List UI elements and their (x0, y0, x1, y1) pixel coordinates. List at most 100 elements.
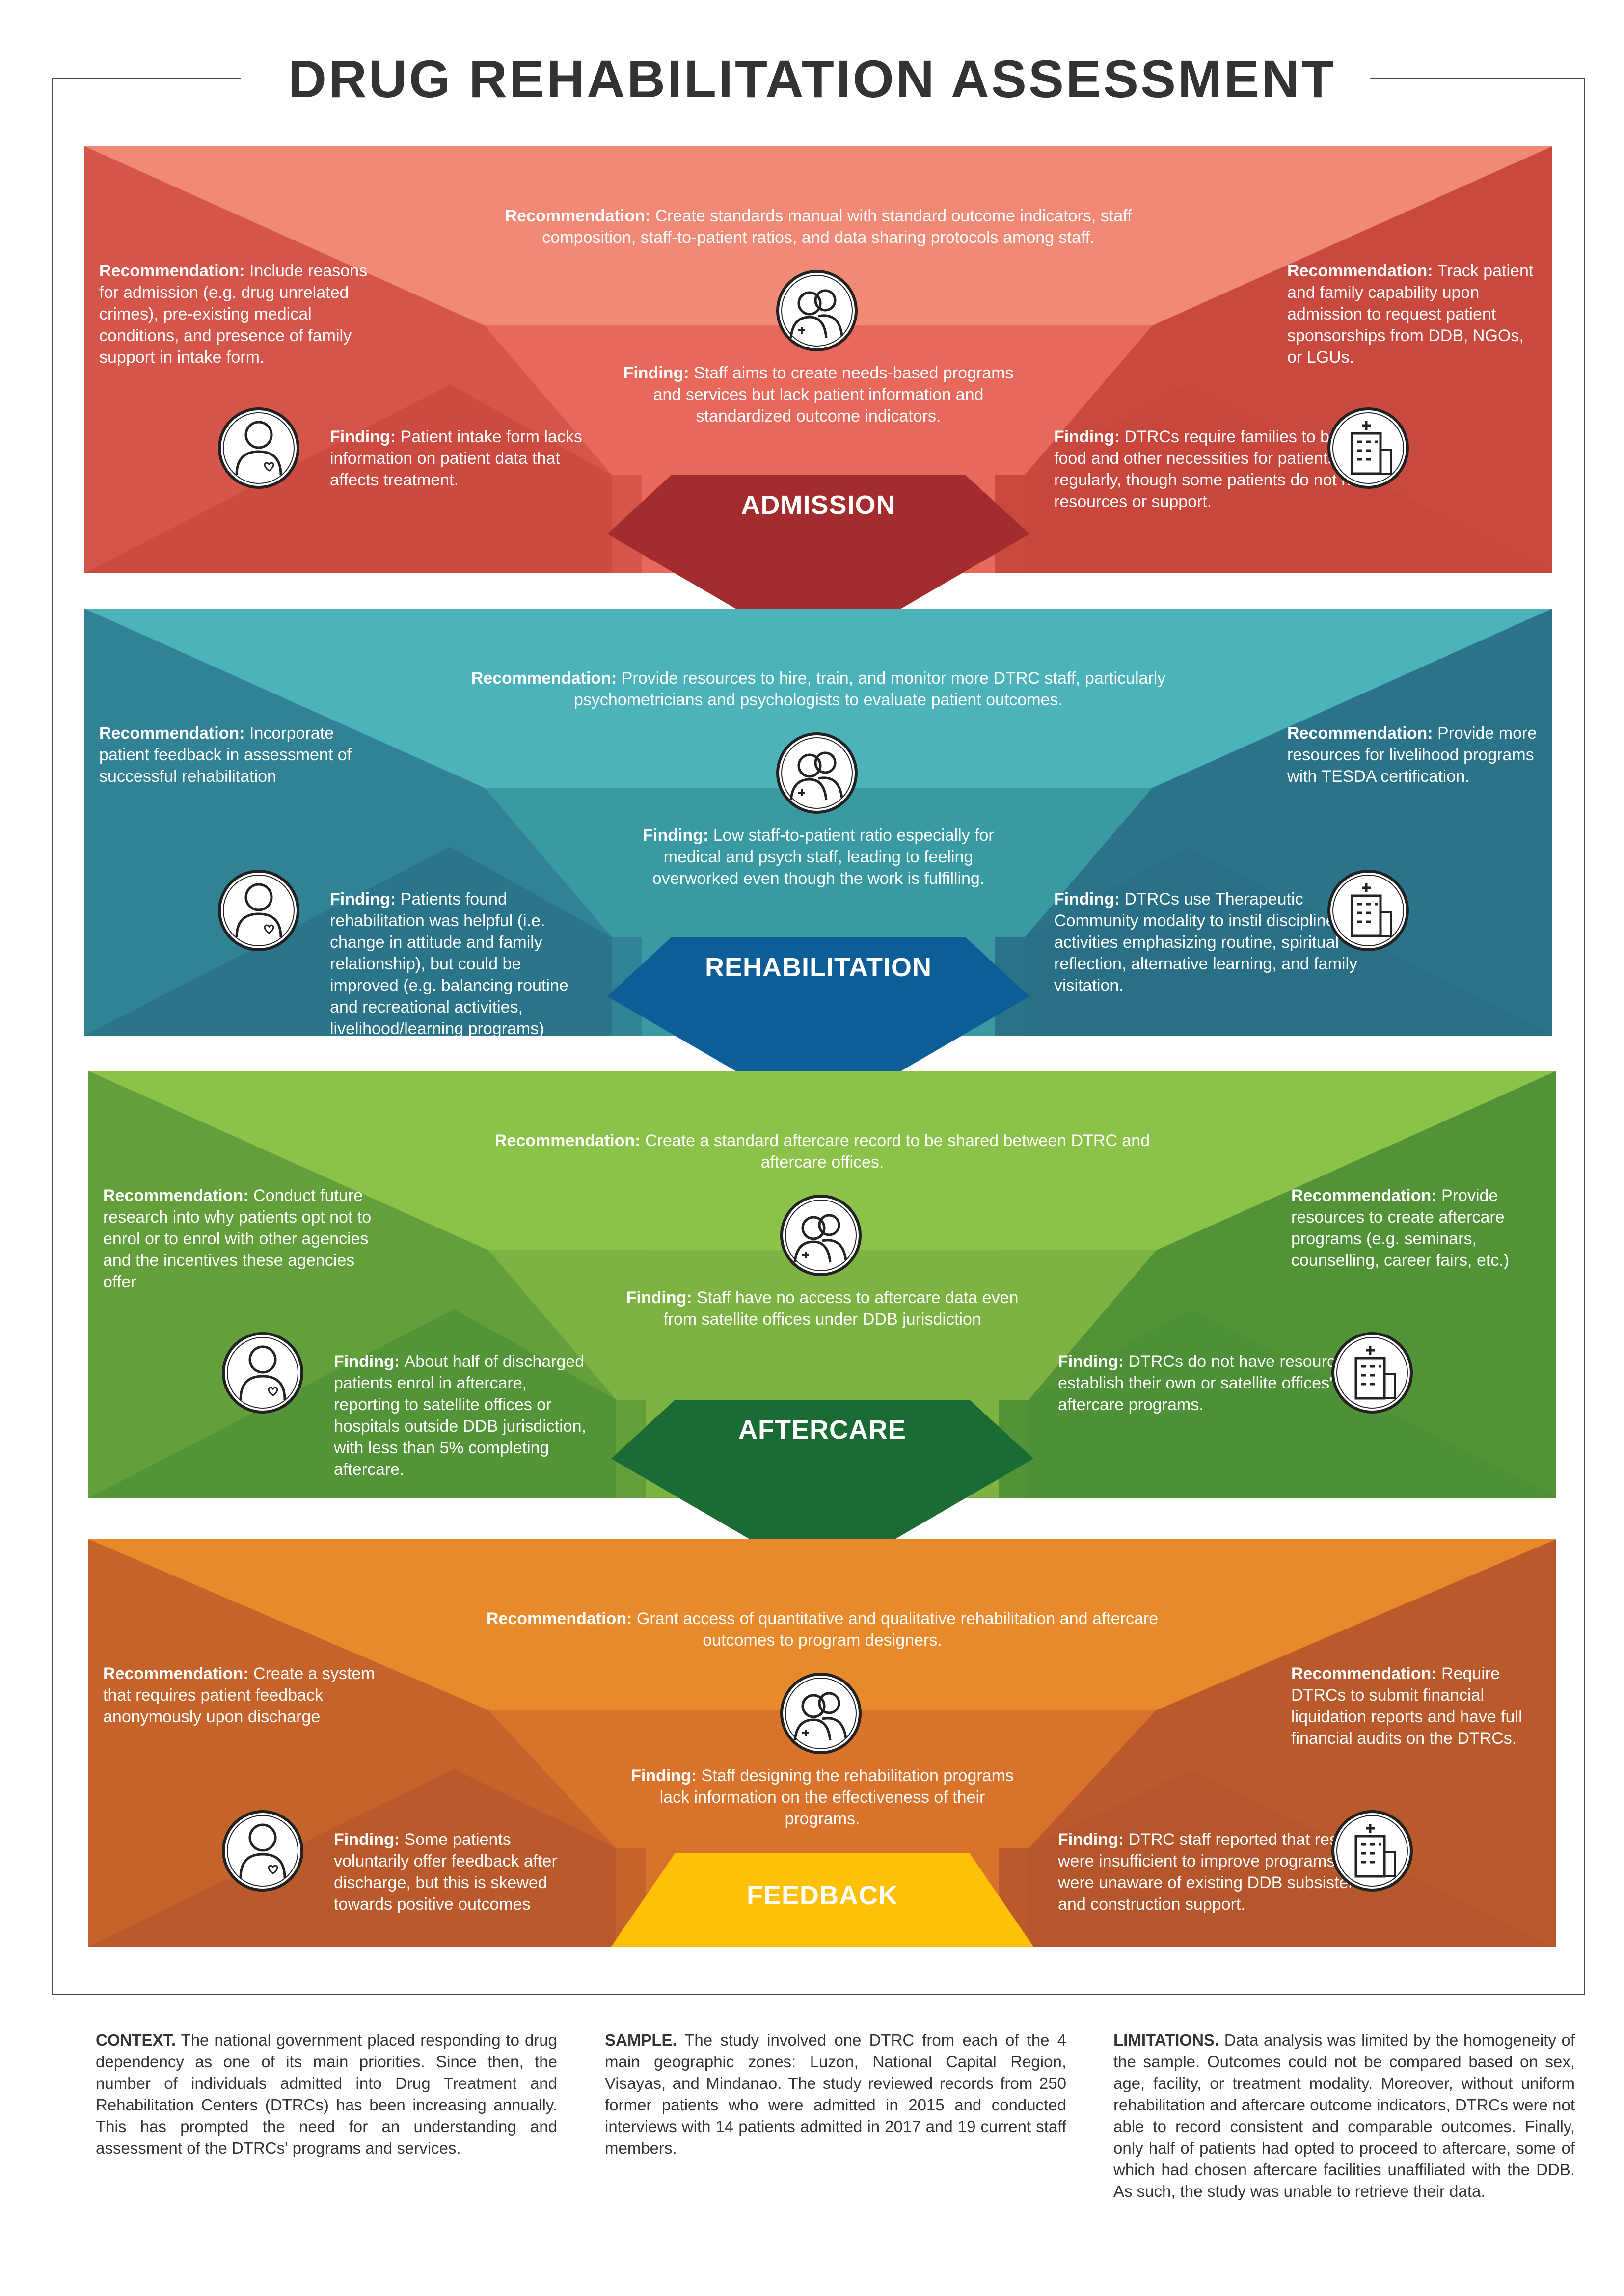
right-finding-text: DTRCs require families to bring food and… (1054, 427, 1378, 511)
left-recommendation-label: Recommendation: (99, 724, 250, 743)
hospital-icon (1326, 869, 1410, 952)
center-funnel (488, 1250, 1156, 1400)
top-band (84, 146, 1552, 326)
left-recommendation-text: Include reasons for admission (e.g. drug… (99, 262, 368, 367)
left-recommendation-label: Recommendation: (99, 262, 250, 280)
stage-arrow (611, 1400, 1033, 1542)
left-finding: Finding: Some patients voluntarily offer… (334, 1829, 589, 1915)
right-recommendation-label: Recommendation: (1287, 262, 1438, 280)
limitations-text: Data analysis was limited by the homogen… (1113, 2031, 1575, 2200)
center-recommendation-text: Create standards manual with standard ou… (542, 207, 1132, 247)
limitations-heading: LIMITATIONS. (1113, 2031, 1219, 2049)
center-recommendation: Recommendation: Grant access of quantita… (469, 1608, 1176, 1651)
right-finding-label: Finding: (1058, 1352, 1129, 1371)
hospital-icon (1330, 1331, 1414, 1415)
stage-arrow (607, 475, 1029, 657)
left-recommendation-text: Conduct future research into why patient… (103, 1186, 372, 1291)
right-lower (1029, 1309, 1556, 1498)
left-recommendation-text: Incorporate patient feedback in assessme… (99, 724, 352, 786)
section-admission: Recommendation: Create standards manual … (84, 146, 1552, 657)
left-finding: Finding: Patients found rehabilitation w… (330, 888, 585, 1040)
center-recommendation: Recommendation: Create a standard afterc… (469, 1130, 1176, 1173)
context-paragraph: CONTEXT. The national government placed … (96, 2029, 557, 2159)
right-finding-label: Finding: (1054, 890, 1125, 908)
right-lower (1029, 1769, 1556, 1947)
top-band (88, 1071, 1556, 1251)
top-band (88, 1539, 1556, 1710)
center-recommendation-text: Create a standard aftercare record to be… (645, 1131, 1150, 1172)
staff-icon (779, 1194, 863, 1277)
center-recommendation-label: Recommendation: (471, 669, 622, 688)
left-finding-label: Finding: (334, 1830, 405, 1849)
context-heading: CONTEXT. (96, 2031, 176, 2049)
center-finding-label: Finding: (631, 1766, 702, 1785)
right-lower (1025, 384, 1552, 573)
stage-arrow (611, 1853, 1033, 1947)
left-finding-label: Finding: (330, 427, 401, 446)
right-finding-text: DTRC staff reported that resources were … (1058, 1830, 1388, 1914)
right-lower (1025, 847, 1552, 1036)
center-finding-label: Finding: (643, 826, 713, 845)
staff-icon (775, 731, 859, 815)
stage-label: FEEDBACK (746, 1881, 898, 1910)
left-lower (88, 1309, 616, 1498)
right-recommendation-label: Recommendation: (1291, 1664, 1442, 1683)
center-finding-text: Staff designing the rehabilitation progr… (659, 1766, 1014, 1828)
limitations-paragraph: LIMITATIONS. Data analysis was limited b… (1113, 2029, 1575, 2202)
right-finding: Finding: DTRCs require families to bring… (1054, 426, 1388, 512)
center-finding-text: Staff aims to create needs-based program… (653, 364, 1014, 426)
left-finding-text: Patients found rehabilitation was helpfu… (330, 890, 568, 1038)
right-recommendation-label: Recommendation: (1287, 724, 1438, 743)
left-recommendation: Recommendation: Incorporate patient feed… (99, 722, 384, 787)
page-title: DRUG REHABILITATION ASSESSMENT (288, 49, 1336, 108)
section-rehabilitation: Recommendation: Provide resources to hir… (84, 609, 1552, 1119)
right-recommendation-text: Provide more resources for livelihood pr… (1287, 724, 1537, 786)
section-feedback: Recommendation: Grant access of quantita… (88, 1539, 1556, 1951)
center-recommendation-label: Recommendation: (486, 1609, 637, 1628)
center-funnel (488, 1710, 1156, 1848)
sample-text: The study involved one DTRC from each of… (605, 2031, 1066, 2157)
right-finding-text: DTRCs use Therapeutic Community modality… (1054, 890, 1374, 995)
right-recommendation-text: Provide resources to create aftercare pr… (1291, 1186, 1510, 1270)
stage-label: ADMISSION (741, 490, 896, 520)
right-finding-label: Finding: (1058, 1830, 1129, 1849)
center-finding: Finding: Staff designing the rehabilitat… (626, 1765, 1019, 1830)
left-recommendation-label: Recommendation: (103, 1664, 254, 1683)
right-recommendation-label: Recommendation: (1291, 1186, 1442, 1205)
patient-icon (221, 1331, 304, 1415)
left-finding: Finding: About half of discharged patien… (334, 1351, 589, 1480)
section-aftercare: Recommendation: Create a standard afterc… (88, 1071, 1556, 1542)
center-recommendation-text: Provide resources to hire, train, and mo… (574, 669, 1166, 709)
right-recommendation: Recommendation: Require DTRCs to submit … (1291, 1663, 1546, 1749)
left-recommendation: Recommendation: Conduct future research … (103, 1185, 388, 1293)
center-finding-text: Staff have no access to aftercare data e… (663, 1288, 1019, 1329)
right-finding: Finding: DTRCs use Therapeutic Community… (1054, 888, 1388, 996)
right-recommendation-text: Track patient and family capability upon… (1287, 262, 1534, 367)
center-finding-label: Finding: (623, 364, 694, 382)
section-background (84, 146, 1552, 657)
hospital-icon (1330, 1809, 1414, 1893)
stage-arrow (607, 937, 1029, 1119)
center-recommendation-label: Recommendation: (494, 1131, 645, 1150)
right-recommendation: Recommendation: Provide more resources f… (1287, 722, 1543, 787)
center-finding: Finding: Staff have no access to afterca… (626, 1287, 1019, 1330)
left-finding-label: Finding: (330, 890, 401, 908)
section-background (88, 1071, 1556, 1542)
patient-icon (217, 869, 300, 952)
center-finding: Finding: Low staff-to-patient ratio espe… (622, 825, 1015, 889)
left-lower (84, 384, 612, 573)
left-finding-label: Finding: (334, 1352, 405, 1371)
left-lower (88, 1769, 616, 1947)
left-finding-text: Patient intake form lacks information on… (330, 427, 582, 489)
left-lower (84, 847, 612, 1036)
center-finding: Finding: Staff aims to create needs-base… (622, 362, 1015, 427)
center-funnel (485, 325, 1152, 475)
center-recommendation: Recommendation: Provide resources to hir… (465, 667, 1172, 711)
staff-icon (779, 1672, 863, 1755)
left-recommendation: Recommendation: Create a system that req… (103, 1663, 388, 1728)
left-finding-text: About half of discharged patients enrol … (334, 1352, 587, 1479)
right-finding: Finding: DTRC staff reported that resour… (1058, 1829, 1392, 1915)
center-funnel (485, 788, 1152, 937)
hospital-icon (1326, 406, 1410, 490)
center-recommendation-text: Grant access of quantitative and qualita… (636, 1609, 1159, 1650)
